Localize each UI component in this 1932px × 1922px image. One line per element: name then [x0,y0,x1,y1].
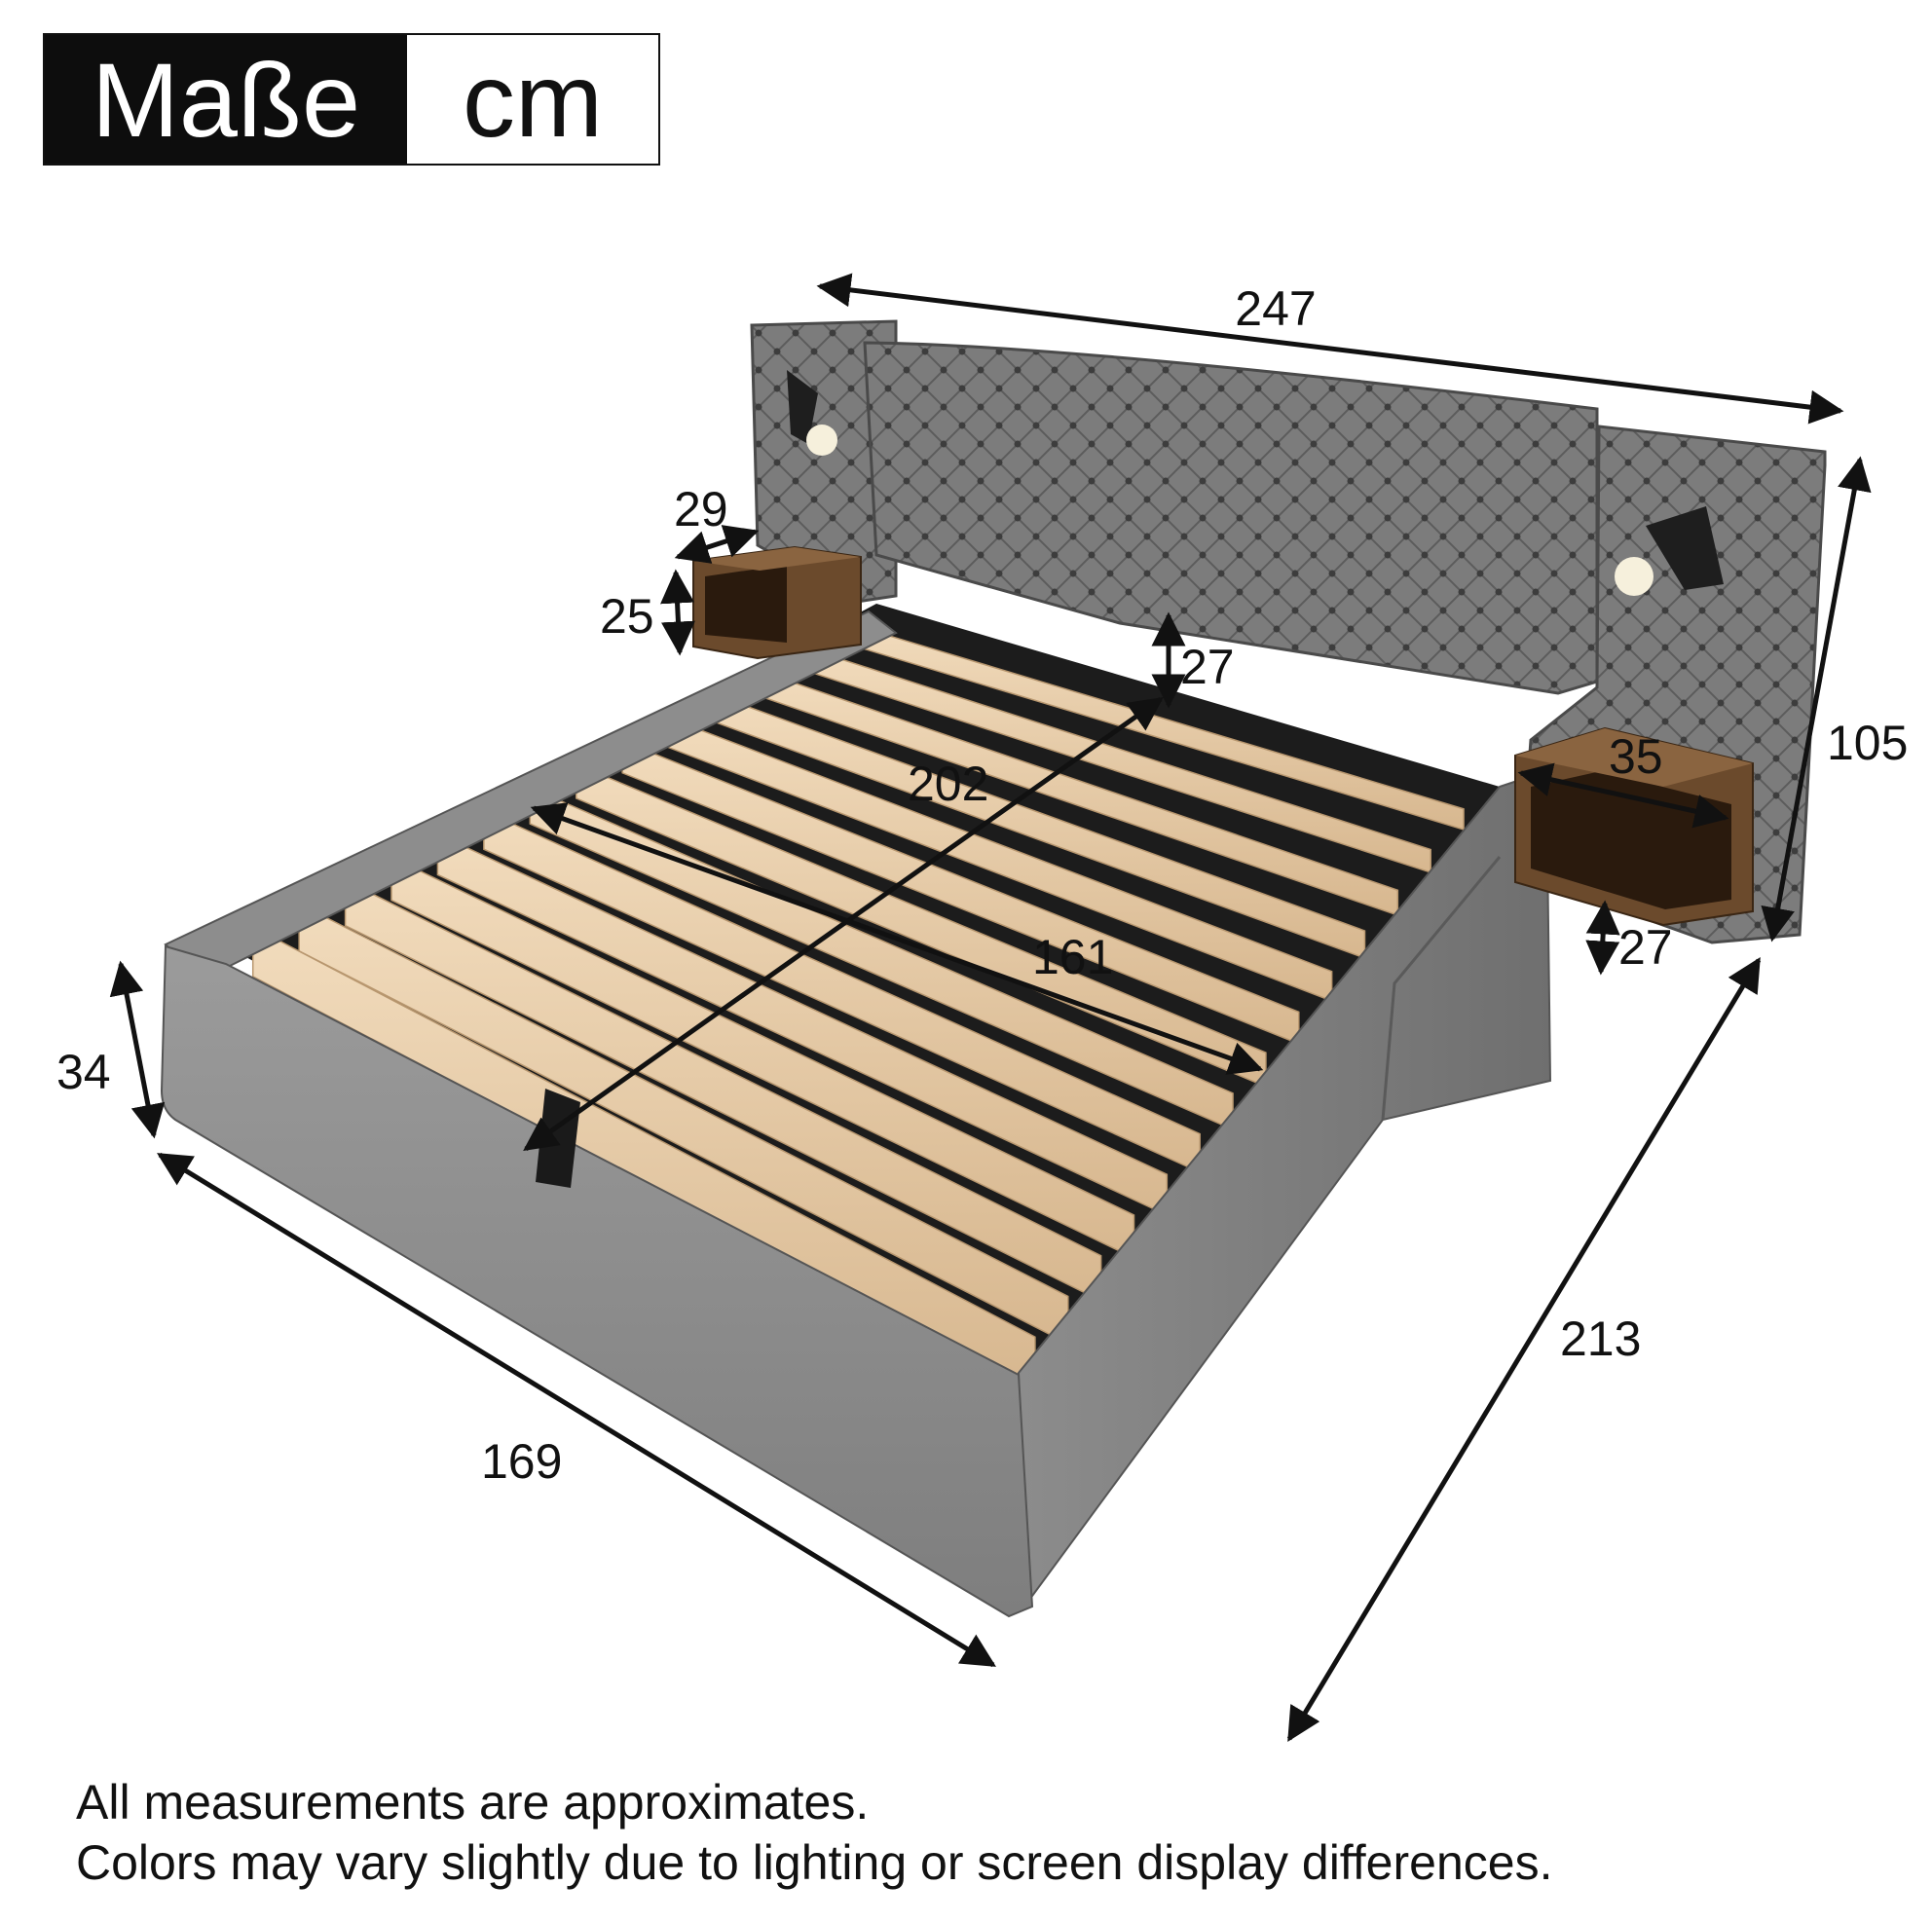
dim-inner-length: 202 [908,757,988,811]
dim-shelf-right-gap: 27 [1618,920,1673,975]
dim-side-height: 34 [56,1045,111,1099]
dim-shelf-left-depth: 29 [674,482,728,536]
title-unit: cm [407,35,658,164]
dim-line-front-width [157,1152,996,1668]
bed-drawing [160,319,1827,1618]
dim-total-height: 105 [1827,716,1908,770]
disclaimer-line-1: All measurements are approximates. [76,1775,870,1830]
disclaimer-line-2: Colors may vary slightly due to lighting… [76,1835,1553,1890]
reading-lamp-right-icon [1615,506,1724,596]
dimension-lines [109,273,1872,1742]
dim-line-total-width [816,273,1844,425]
dim-line-total-height [1761,456,1872,943]
title-badge: Maße cm [43,33,660,166]
dim-total-length: 213 [1560,1312,1641,1366]
dim-line-shelf-right-gap [1585,900,1620,976]
title-label: Maße [45,35,407,164]
dim-line-side-height [109,960,166,1139]
dim-shelf-left-height: 25 [600,589,654,644]
dim-front-width: 169 [481,1434,562,1489]
dim-line-total-length [1286,957,1762,1742]
dimension-labels: 247 105 213 169 34 202 161 27 29 25 35 2… [56,281,1908,1489]
nightstand-left [692,545,862,660]
dim-line-shelf-right-width [1517,762,1729,829]
dim-shelf-right-width: 35 [1609,729,1663,784]
reading-lamp-left-icon [787,370,837,456]
dim-inner-width: 161 [1032,930,1113,984]
dim-under-headboard-gap: 27 [1180,640,1235,694]
dim-line-shelf-left-height [660,569,695,656]
dim-line-inner-width [530,802,1264,1075]
dim-total-width: 247 [1235,281,1316,336]
dim-line-shelf-left-depth [674,525,760,564]
